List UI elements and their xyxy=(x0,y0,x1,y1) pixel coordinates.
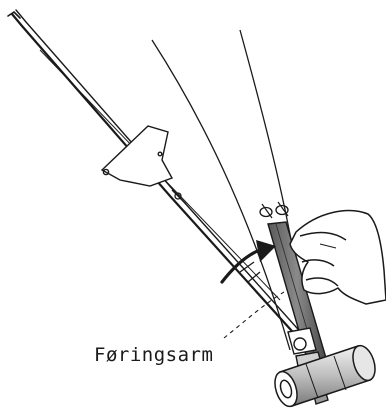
pennant-shape xyxy=(102,126,172,186)
leader-line xyxy=(224,292,284,338)
callout-label: Føringsarm xyxy=(94,344,213,366)
hand-drawing xyxy=(290,211,386,304)
rod-guides xyxy=(172,190,260,282)
